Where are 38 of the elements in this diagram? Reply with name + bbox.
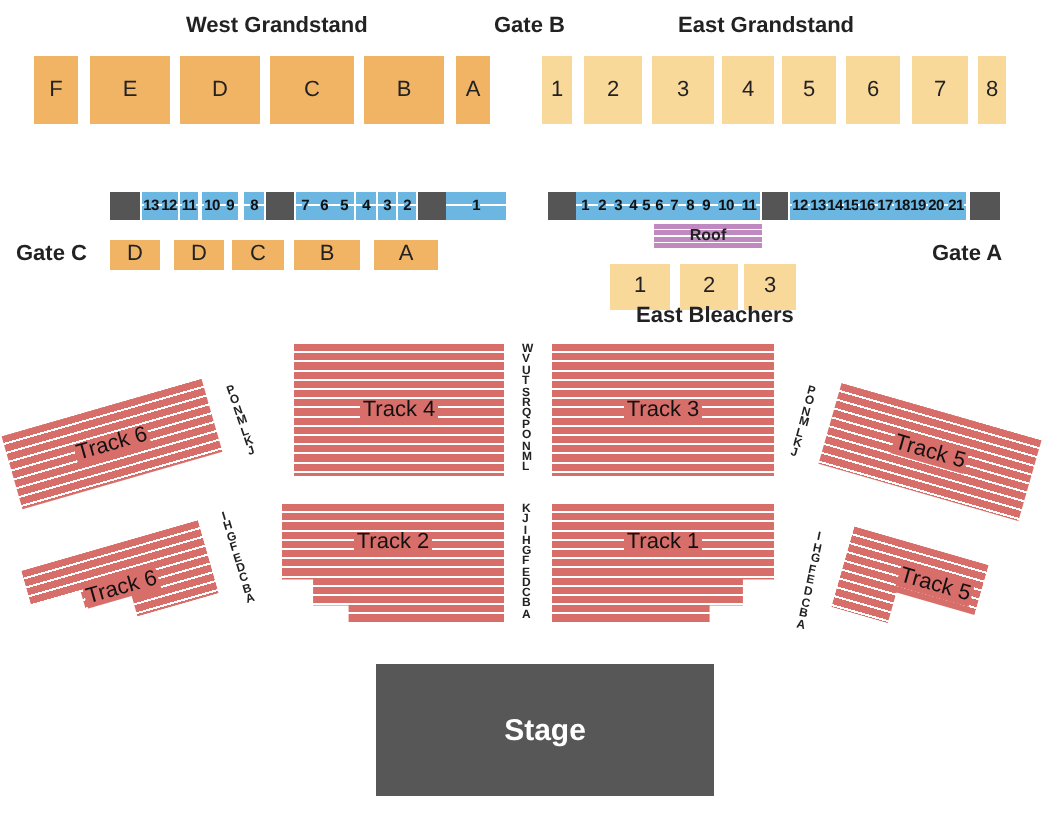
stage: Stage (376, 664, 714, 796)
area-label: Gate A (932, 244, 1003, 266)
seating-section: 4 (722, 56, 774, 124)
blocked-section (110, 192, 140, 220)
seating-section: Track 4 (294, 344, 504, 476)
seating-section: D (180, 56, 260, 124)
blocked-section (266, 192, 294, 220)
seating-section: B (364, 56, 444, 124)
seating-section: Track 1 (552, 504, 774, 622)
seating-section: 6 (846, 56, 900, 124)
seating-section: B (294, 240, 360, 270)
area-label: East Grandstand (678, 16, 855, 38)
seating-section: Track 2 (282, 504, 504, 622)
area-label: Gate B (494, 16, 565, 38)
area-label: East Bleachers (636, 306, 794, 328)
seating-section: 8 (978, 56, 1006, 124)
blocked-section (548, 192, 576, 220)
seating-section: F (34, 56, 78, 124)
seating-section: D (174, 240, 224, 270)
area-label: Gate C (16, 244, 87, 266)
seating-section: 3 (652, 56, 714, 124)
seating-section: Track 6 (1, 378, 223, 510)
seating-section: 2 (584, 56, 642, 124)
seating-section: Track 3 (552, 344, 774, 476)
seating-section: 7 (912, 56, 968, 124)
blocked-section (762, 192, 788, 220)
seating-section: A (456, 56, 490, 124)
seating-section: 5 (782, 56, 836, 124)
seating-section: C (270, 56, 354, 124)
seating-section: D (110, 240, 160, 270)
blocked-section (970, 192, 1000, 220)
seating-section: E (90, 56, 170, 124)
blocked-section (418, 192, 446, 220)
seating-section: Track 5 (818, 382, 1042, 522)
seating-section: C (232, 240, 284, 270)
area-label: West Grandstand (186, 16, 368, 38)
seating-section: 1 (542, 56, 572, 124)
seating-section: A (374, 240, 438, 270)
